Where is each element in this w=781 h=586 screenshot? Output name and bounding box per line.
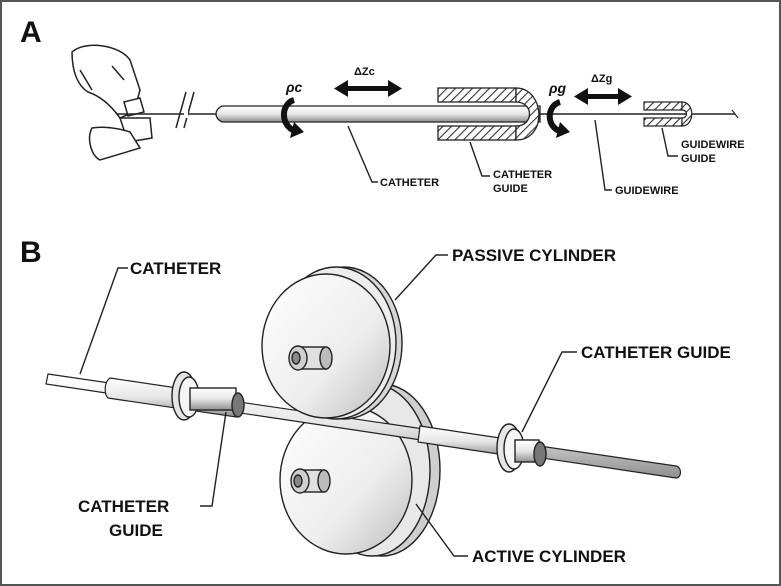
panel-b: B	[20, 236, 731, 566]
rotation-arrow-guidewire-icon	[546, 99, 570, 138]
guidewire-guide-label-a-line1: GUIDEWIRE	[681, 139, 745, 151]
translation-arrow-catheter-icon	[334, 80, 402, 97]
catheter-tube	[215, 105, 541, 123]
catheter-guide-right	[496, 423, 547, 473]
leader-lines-b	[79, 254, 577, 557]
panel-a-letter: A	[20, 16, 42, 49]
rotation-arrow-catheter-icon	[281, 97, 304, 138]
catheter-guide-label-right: CATHETER GUIDE	[581, 343, 731, 362]
break-mark	[175, 91, 195, 129]
translation-arrow-guidewire-icon	[574, 88, 632, 105]
catheter-guide-left	[171, 371, 245, 421]
catheter-guide-a	[437, 87, 540, 141]
guidewire-guide-a	[643, 101, 693, 127]
passive-cylinder-shaft	[288, 345, 333, 371]
passive-cylinder-label: PASSIVE CYLINDER	[452, 246, 616, 265]
catheter-guide-label-a-line2: GUIDE	[493, 183, 528, 195]
catheter-guide-label-left-line1: CATHETER	[78, 497, 169, 516]
panel-a: A	[20, 16, 745, 197]
rho-g-symbol: ρg	[548, 80, 566, 96]
active-cylinder-label: ACTIVE CYLINDER	[472, 547, 626, 566]
panel-b-letter: B	[20, 236, 42, 269]
catheter-label-a: CATHETER	[380, 177, 439, 189]
leader-lines-a	[347, 119, 678, 191]
break-gap	[184, 110, 188, 118]
delta-zc-symbol: ΔZc	[354, 66, 375, 78]
rho-c-symbol: ρc	[285, 79, 302, 95]
catheter-label-b: CATHETER	[130, 259, 221, 278]
catheter-guide-label-a-line1: CATHETER	[493, 169, 552, 181]
guidewire-guide-label-a-line2: GUIDE	[681, 153, 716, 165]
passive-cylinder	[261, 266, 403, 420]
active-cylinder-shaft	[290, 468, 331, 494]
guidewire-label-a: GUIDEWIRE	[615, 185, 679, 197]
catheter-guide-label-left-line2: GUIDE	[109, 521, 163, 540]
delta-zg-symbol: ΔZg	[591, 73, 612, 85]
hand-icon	[71, 44, 153, 161]
